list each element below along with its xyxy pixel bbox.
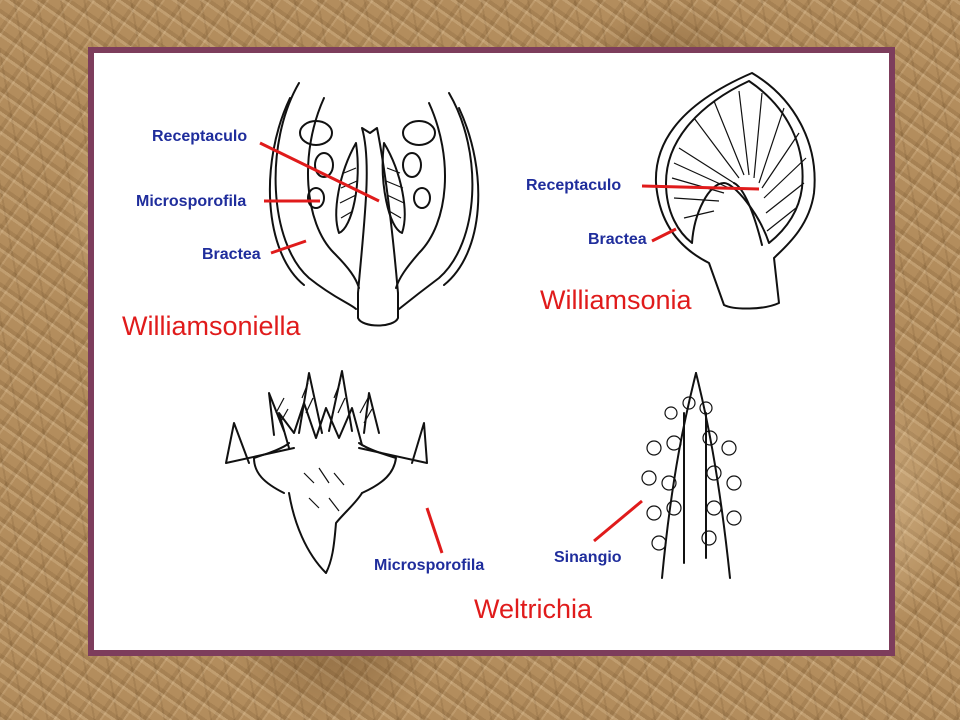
williamsonia-bractea-pointer [651, 227, 677, 243]
williamsonia-title: Williamsonia [540, 285, 693, 315]
williamsoniella-title: Williamsoniella [122, 311, 302, 341]
williamsoniella-bractea-pointer [270, 239, 307, 255]
weltrichia-microsporofila-label: Microsporofila [374, 557, 484, 574]
weltrichia-drawing [225, 370, 428, 574]
weltrichia-sinangio-label: Sinangio [554, 549, 622, 566]
williamsoniella-drawing [269, 82, 480, 327]
williamsonia-receptaculo-label: Receptaculo [526, 177, 621, 194]
diagram-panel: Receptaculo Microsporofila Bractea Willi… [88, 47, 895, 656]
williamsoniella-microsporofila-label: Microsporofila [136, 193, 246, 210]
diagram-canvas: Receptaculo Microsporofila Bractea Willi… [122, 72, 816, 624]
williamsoniella-bractea-label: Bractea [202, 246, 261, 263]
williamsoniella-receptaculo-pointer [259, 141, 380, 203]
williamsonia-drawing [654, 72, 816, 310]
sinangio-drawing [641, 372, 742, 579]
williamsonia-receptaculo-pointer [641, 184, 760, 191]
weltrichia-microsporofila-pointer [425, 507, 444, 554]
williamsonia-bractea-label: Bractea [588, 231, 647, 248]
weltrichia-title: Weltrichia [474, 594, 593, 624]
williamsoniella-receptaculo-label: Receptaculo [152, 128, 247, 145]
weltrichia-sinangio-pointer [593, 499, 643, 543]
